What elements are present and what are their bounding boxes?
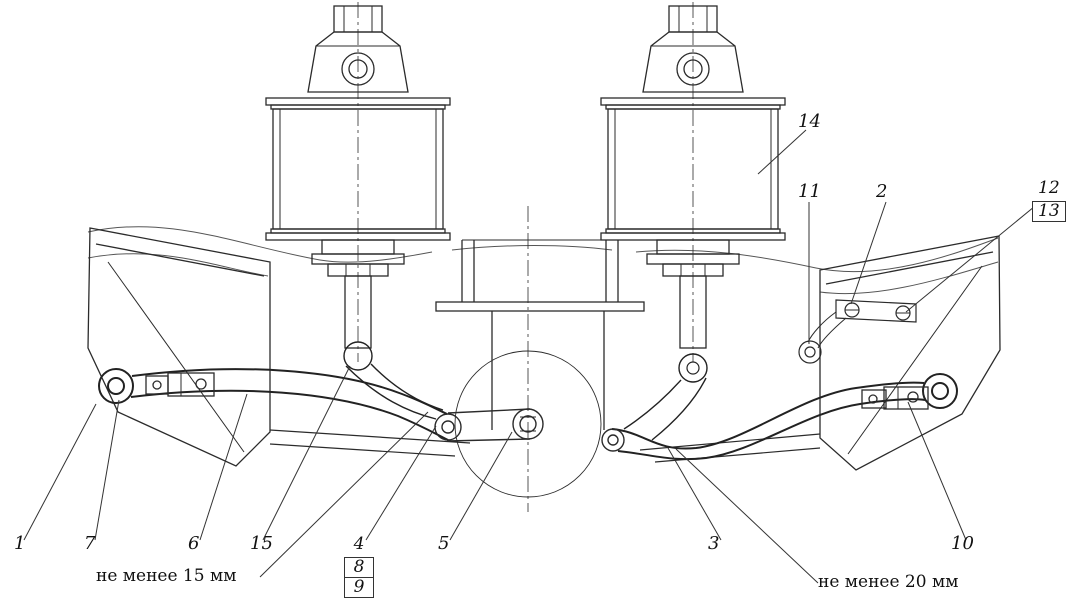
- callout-12: 12: [1038, 178, 1060, 198]
- air-spring-left: [265, 1, 451, 363]
- callout-stack-12-13: 12 13: [1032, 178, 1066, 222]
- callout-3: 3: [708, 533, 720, 554]
- mount-bracket-right: [798, 299, 917, 364]
- air-spring-right: [600, 1, 786, 363]
- callout-5: 5: [438, 533, 450, 554]
- tie-rod-right: [861, 386, 929, 410]
- side-guards: [87, 227, 1001, 471]
- note-min-clearance-15mm: не менее 15 мм: [96, 566, 237, 586]
- stabilizer-levers: [98, 341, 958, 461]
- callout-14: 14: [798, 111, 821, 132]
- callout-13: 13: [1032, 201, 1066, 222]
- center-pivot-link: [434, 408, 625, 452]
- callout-11: 11: [798, 181, 821, 202]
- callout-7: 7: [84, 533, 96, 554]
- leader-lines: [23, 129, 1041, 584]
- tie-rod-left: [145, 372, 215, 397]
- callout-10: 10: [951, 533, 974, 554]
- note-min-clearance-20mm: не менее 20 мм: [818, 572, 959, 592]
- callout-15: 15: [250, 533, 273, 554]
- callout-6: 6: [188, 533, 200, 554]
- callout-1: 1: [14, 533, 26, 554]
- callout-8: 8: [344, 557, 374, 578]
- callout-2: 2: [876, 181, 888, 202]
- center-bracket: [435, 206, 645, 512]
- callout-4: 4: [353, 534, 365, 554]
- frame-outline: [87, 226, 999, 295]
- callout-9: 9: [344, 577, 374, 598]
- callout-stack-4-8-9: 4 8 9: [344, 534, 374, 598]
